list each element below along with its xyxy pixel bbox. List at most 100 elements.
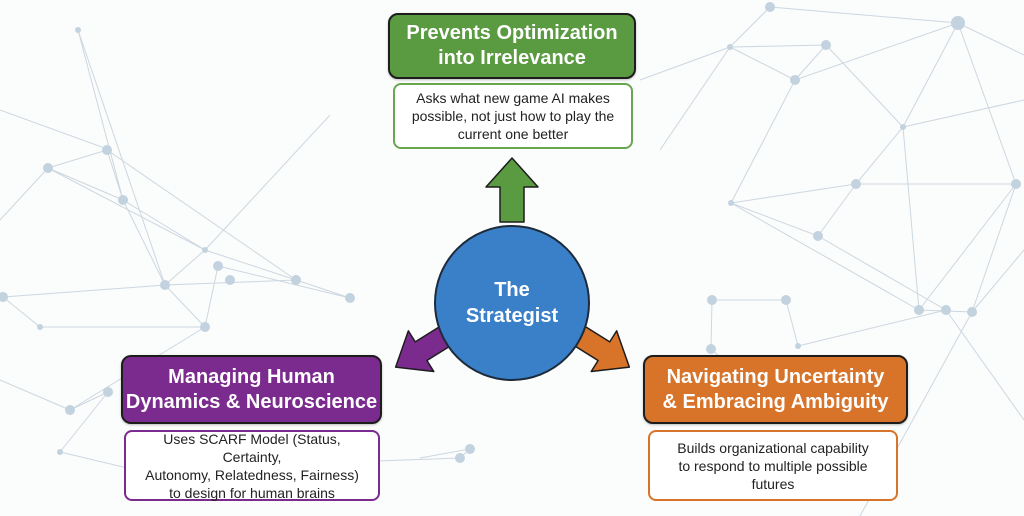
network-node [37,324,43,330]
network-edge [825,44,904,128]
network-node [200,322,210,332]
network-node [781,295,791,305]
network-edge [971,183,1017,313]
branch-title-line: Managing Human [168,365,335,388]
center-hub-line1: The [494,279,530,301]
network-edge [639,46,731,81]
branch-desc-line: current one better [457,126,569,142]
branch-desc-line: to respond to multiple possible [678,457,868,474]
network-edge [77,29,124,201]
network-edge [902,99,1024,128]
network-node [102,145,112,155]
network-node [795,343,801,349]
network-node [465,444,475,454]
network-edge [945,309,1024,421]
network-edge [797,309,947,347]
network-node [291,275,301,285]
network-edge [0,167,49,221]
network-node [914,305,924,315]
network-edge [47,167,206,251]
network-edge [785,299,799,347]
network-edge [204,249,297,281]
network-node [941,305,951,315]
network-node [57,449,63,455]
network-edge [730,79,796,204]
network-node [202,247,208,253]
network-node [851,179,861,189]
branch-title-line: & Embracing Ambiguity [662,390,889,413]
network-node [160,280,170,290]
center-hub-the-strategist: The Strategist [434,225,590,381]
network-node [821,40,831,50]
network-edge [164,249,206,286]
branch-desc-prevents-optimization: Asks what new game AI makes possible, no… [393,83,633,149]
branch-desc-navigating-uncertainty: Builds organizational capability to resp… [648,430,898,501]
network-node [706,344,716,354]
network-edge [47,167,124,201]
network-edge [295,279,351,299]
network-edge [204,265,219,328]
branch-desc-line: to design for human brains [169,484,335,501]
network-edge [77,29,166,286]
network-edge [957,22,1024,56]
network-edge [47,149,108,169]
branch-title-line: Navigating Uncertainty [666,365,885,388]
network-edge [794,44,827,81]
branch-desc-line: possible, not just how to play the [411,108,615,124]
branch-title-line: Dynamics & Neuroscience [125,390,378,413]
network-edge [204,114,331,251]
network-edge [957,22,1017,185]
network-edge [164,284,206,328]
branch-title-line: Prevents Optimization [406,22,618,44]
network-edge [902,22,959,128]
network-node [43,163,53,173]
network-edge [794,22,959,81]
network-edge [729,46,796,81]
network-edge [659,46,731,151]
network-node [951,16,965,30]
network-edge [0,379,71,411]
branch-desc-managing-human-dynamics: Uses SCARF Model (Status, Certainty, Aut… [124,430,380,501]
network-node [790,75,800,85]
network-edge [971,249,1024,313]
network-node [813,231,823,241]
network-edge [59,391,109,453]
network-edge [106,149,124,201]
network-node [345,293,355,303]
network-node [0,292,8,302]
network-node [900,124,906,130]
branch-desc-line: Uses SCARF Model (Status, Certainty, [163,430,341,465]
network-edge [2,284,166,298]
network-node [707,295,717,305]
network-edge [730,202,920,311]
arrow-up-green [485,157,539,223]
branch-desc-line: futures [751,475,795,492]
network-edge [710,299,713,350]
network-edge [59,451,137,471]
branch-title-line: into Irrelevance [438,47,586,69]
network-edge [855,126,904,185]
network-edge [817,183,857,237]
branch-title-navigating-uncertainty: Navigating Uncertainty & Embracing Ambig… [643,355,908,424]
network-edge [122,199,166,286]
network-edge [729,6,771,48]
network-edge [902,126,920,311]
network-node [118,195,128,205]
network-node [225,275,235,285]
network-node [75,27,81,33]
branch-title-prevents-optimization: Prevents Optimization into Irrelevance [388,13,636,79]
network-node [455,453,465,463]
network-node [213,261,223,271]
network-node [765,2,775,12]
network-edge [817,235,947,311]
network-edge [419,448,471,459]
branch-title-managing-human-dynamics: Managing Human Dynamics & Neuroscience [121,355,382,424]
network-node [728,200,734,206]
branch-desc-line: Builds organizational capability [677,439,869,456]
network-edge [0,109,111,151]
network-edge [769,6,959,24]
network-edge [918,183,1017,311]
network-edge [217,265,351,299]
network-edge [729,44,827,48]
